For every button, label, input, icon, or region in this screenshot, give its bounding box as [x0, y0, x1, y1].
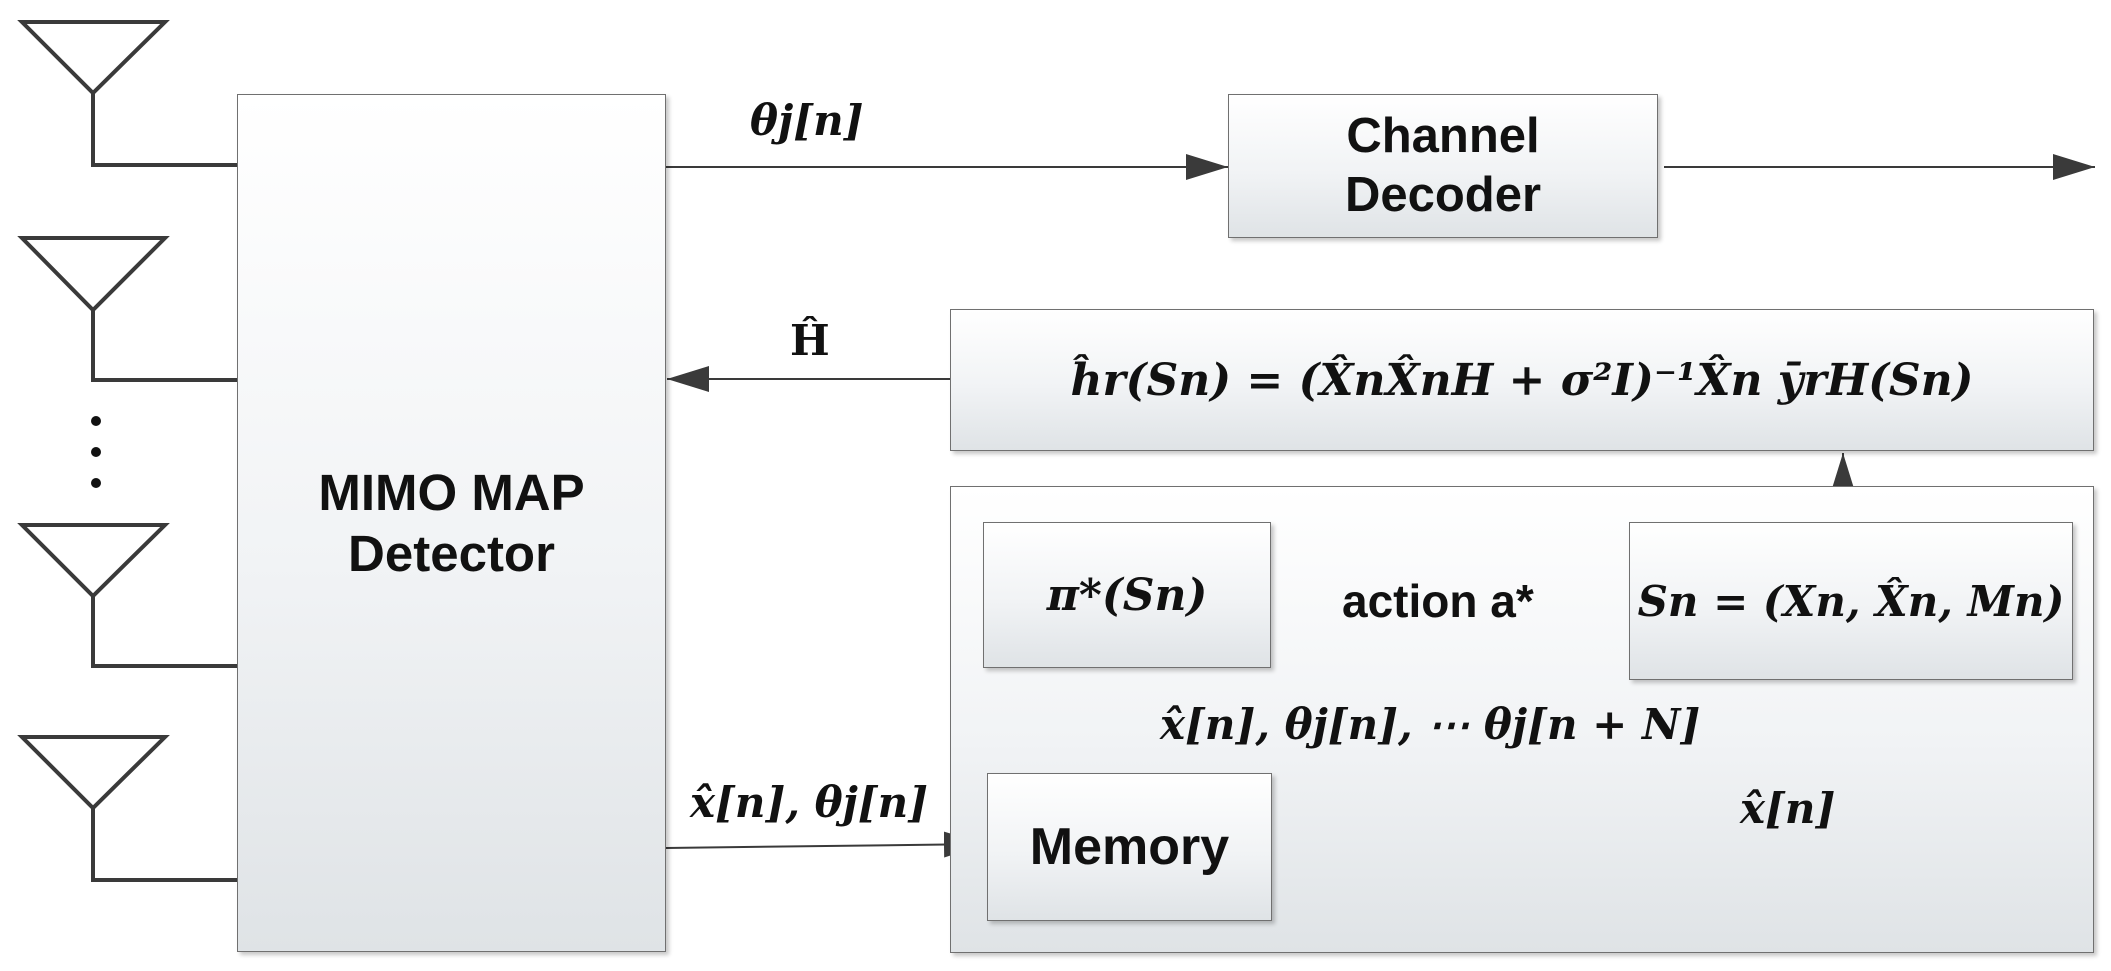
theta-output-label: θj[n]: [750, 96, 864, 145]
memory-block: Memory: [987, 773, 1272, 921]
memory-to-policy-label: x̂[n], θj[n], ⋯ θj[n + N]: [1160, 700, 1701, 749]
antenna-icon: [17, 735, 237, 882]
detector-label-line1: MIMO MAP: [318, 463, 585, 521]
antenna-ellipsis-dots: [91, 416, 101, 488]
policy-block: π*(Sn): [983, 522, 1271, 668]
detector-label-line2: Detector: [348, 525, 555, 582]
channel-estimator-block: ĥr(Sn) = (X̂nX̂nH + σ²I)⁻¹X̂n ȳrH(Sn): [950, 309, 2094, 451]
channel-decoder-block: Channel Decoder: [1228, 94, 1658, 238]
decoder-label-line1: Channel: [1346, 109, 1540, 164]
mimo-map-detector-block: MIMO MAP Detector: [237, 94, 666, 952]
state-formula: Sn = (Xn, X̂n, Mn): [1637, 576, 2065, 626]
arrow-detector-to-memory: [665, 831, 987, 858]
antenna-icon: [17, 523, 237, 668]
memory-to-state-label: x̂[n]: [1740, 784, 1836, 833]
state-block: Sn = (Xn, X̂n, Mn): [1629, 522, 2073, 680]
antenna-icon: [17, 236, 237, 382]
h-feedback-label: Ĥ: [790, 316, 830, 365]
action-label: action a*: [1342, 575, 1534, 627]
detector-to-memory-label: x̂[n], θj[n]: [690, 778, 929, 827]
decoder-label-line2: Decoder: [1344, 168, 1542, 222]
antenna-icon: [17, 20, 237, 167]
estimator-formula: ĥr(Sn) = (X̂nX̂nH + σ²I)⁻¹X̂n ȳrH(Sn): [1070, 354, 1974, 406]
policy-formula: π*(Sn): [1046, 569, 1208, 621]
memory-label: Memory: [1029, 818, 1230, 876]
